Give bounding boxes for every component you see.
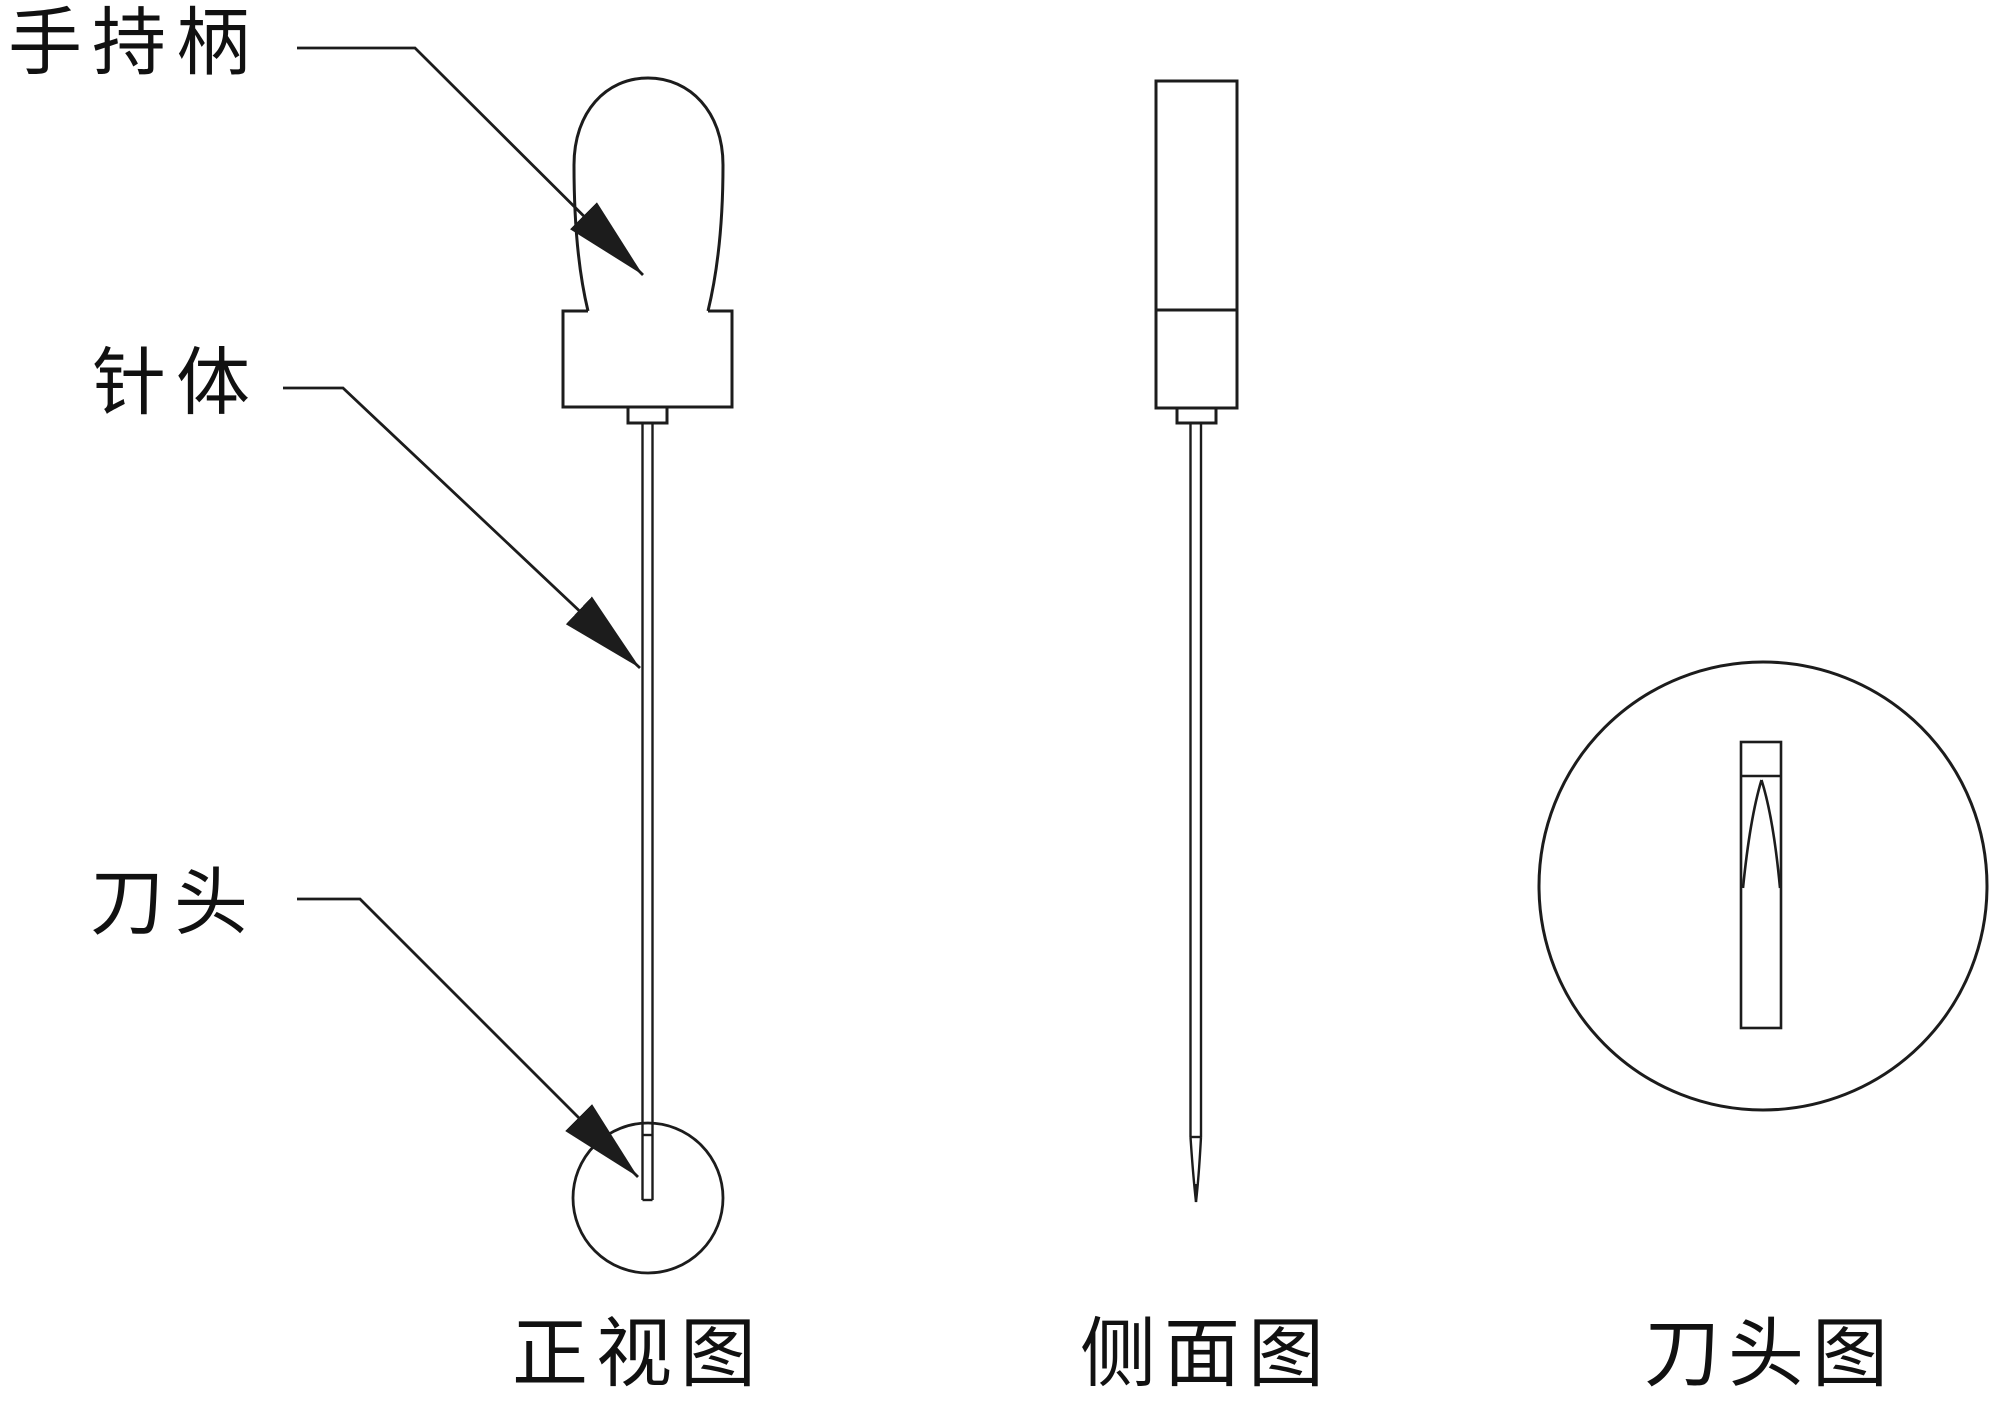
- front-needle-hub: [626, 407, 669, 425]
- handle-leader-arrow: [297, 46, 644, 276]
- front-view-drawing: [561, 76, 734, 1275]
- blade-detail-view-drawing: [1537, 660, 1989, 1112]
- front-needle-shaft: [641, 423, 654, 1202]
- blade-detail-grind-right: [1760, 779, 1782, 889]
- side-view-drawing: [1154, 79, 1239, 1203]
- front-handle-bulb-outline: [572, 76, 725, 312]
- blade-leader-arrow: [297, 897, 639, 1178]
- handle-label: 手持柄: [8, 3, 260, 85]
- needle-leader-arrow: [283, 386, 641, 670]
- side-view-caption: 侧面图: [1080, 1313, 1332, 1397]
- needle-label: 针体: [92, 343, 260, 425]
- blade-detail-grind-left: [1741, 779, 1763, 889]
- side-blade-tip: [1193, 1184, 1199, 1203]
- front-view-caption: 正视图: [512, 1313, 764, 1397]
- front-blade-detail-indicator-circle: [571, 1121, 725, 1275]
- leader-lines: [283, 46, 644, 1178]
- blade-detail-circle: [1537, 660, 1989, 1112]
- side-needle-hub: [1175, 408, 1218, 425]
- front-handle-base-block: [561, 309, 734, 409]
- blade-label: 刀头: [90, 863, 258, 945]
- side-needle-shaft: [1189, 423, 1203, 1203]
- blade-detail-view-caption: 刀头图: [1644, 1313, 1896, 1397]
- side-handle-body: [1154, 79, 1239, 410]
